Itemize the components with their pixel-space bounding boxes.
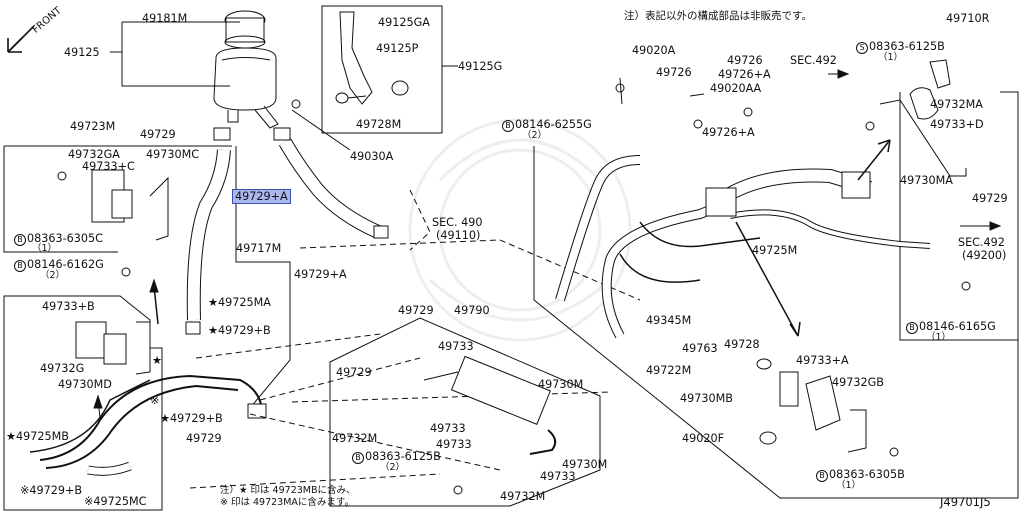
part-49733-label-b[interactable]: 49733 [430, 422, 466, 435]
bolt-08363-6305B-number: 08363-6305B [829, 468, 905, 481]
part-49729-label-d[interactable]: 49729 [398, 304, 434, 317]
part-49125-label[interactable]: 49125 [64, 46, 100, 59]
note-top: 注）表記以外の構成部品は非販売です。 [624, 10, 812, 22]
part-49729A-label-b[interactable]: 49729+A [294, 268, 347, 281]
part-49725MB-label[interactable]: ★49725MB [6, 430, 69, 443]
part-49726A-label-a[interactable]: 49726+A [718, 68, 771, 81]
part-49790-label[interactable]: 49790 [454, 304, 490, 317]
reservoir-tank [213, 10, 279, 129]
bolt-08146-6165G-qty: （1） [926, 332, 952, 343]
part-49725MC-label[interactable]: ※49725MC [84, 495, 147, 508]
bolt-08363-6305B-qty: （1） [836, 480, 862, 491]
part-49733-label-c[interactable]: 49733 [436, 438, 472, 451]
bolt-mark-s-icon: S [856, 42, 868, 54]
part-49732M-label-a[interactable]: 49732M [332, 432, 378, 445]
bolt-mark-b-icon: B [14, 234, 26, 246]
part-49020A-label[interactable]: 49020A [632, 44, 676, 57]
part-49763-label[interactable]: 49763 [682, 342, 718, 355]
part-49729-label-b[interactable]: 49729 [186, 432, 222, 445]
part-49733-label-d[interactable]: 49733 [540, 470, 576, 483]
part-49730M-label-a[interactable]: 49730M [538, 378, 584, 391]
part-49730MA-label[interactable]: 49730MA [900, 174, 953, 187]
part-49729B-label-c[interactable]: ※49729+B [20, 484, 83, 497]
note-bottom-1: 注）★ 印は 49723MBに含み、 [220, 485, 356, 496]
bolt-mark-b-icon: B [14, 260, 26, 272]
part-49030A-label[interactable]: 49030A [350, 150, 394, 163]
bolt-08146-6255G-number: 08146-6255G [515, 118, 592, 131]
bolt-08146-6165G-number: 08146-6165G [919, 320, 996, 333]
part-49733B-label[interactable]: 49733+B [42, 300, 95, 313]
part-49729-label-e[interactable]: 49729 [972, 192, 1008, 205]
part-49726-label-b[interactable]: 49726 [656, 66, 692, 79]
part-49733C-label[interactable]: 49733+C [82, 160, 135, 173]
part-49729B-label-a[interactable]: ★49729+B [208, 324, 271, 337]
part-49730M-label-b[interactable]: 49730M [562, 458, 608, 471]
note-bottom-2: ※ 印は 49723MAに含みます。 [220, 497, 354, 508]
drawing-id: J49701J5 [940, 495, 991, 509]
part-49733A-label[interactable]: 49733+A [796, 354, 849, 367]
sec-490-sub-label: (49110) [436, 229, 481, 242]
bolt-08146-6162G-number: 08146-6162G [27, 258, 104, 271]
part-49729-label-c[interactable]: 49729 [336, 366, 372, 379]
bolt-08363-6125B-number-b: 08363-6125B [869, 40, 945, 53]
part-49345M-label[interactable]: 49345M [646, 314, 692, 327]
part-49730MB-label[interactable]: 49730MB [680, 392, 733, 405]
part-49723M-label[interactable]: 49723M [70, 120, 116, 133]
part-49729A-label-highlighted[interactable]: 49729+A [232, 189, 291, 204]
oil-cooler [423, 355, 557, 455]
part-49729-label-a[interactable]: 49729 [140, 128, 176, 141]
sec-492-label-b[interactable]: SEC.492 [958, 236, 1005, 249]
part-49730MD-label[interactable]: 49730MD [58, 378, 112, 391]
part-49717M-label[interactable]: 49717M [236, 242, 282, 255]
part-49020F-label[interactable]: 49020F [682, 432, 725, 445]
sec-492-label-a[interactable]: SEC.492 [790, 54, 837, 67]
bolt-08363-6125B-qty-a: （2） [380, 462, 406, 473]
part-49730MC-label[interactable]: 49730MC [146, 148, 200, 161]
part-49728M-label[interactable]: 49728M [356, 118, 402, 131]
bolt-mark-b-icon: B [816, 470, 828, 482]
part-49729B-label-b[interactable]: ★49729+B [160, 412, 223, 425]
part-49725M-label[interactable]: 49725M [752, 244, 798, 257]
part-49726-label-a[interactable]: 49726 [727, 54, 763, 67]
part-49733-label-a[interactable]: 49733 [438, 340, 474, 353]
part-49732G-label[interactable]: 49732G [40, 362, 85, 375]
bolt-08146-6162G-qty: （2） [40, 270, 66, 281]
star-mark: ★ [152, 354, 163, 367]
bolt-08363-6125B-number-a: 08363-6125B [365, 450, 441, 463]
part-49733D-label[interactable]: 49733+D [930, 118, 984, 131]
bolt-mark-b-icon: B [502, 120, 514, 132]
part-49125GA-label[interactable]: 49125GA [378, 16, 430, 29]
bolt-08363-6125B-qty-b: （1） [878, 52, 904, 63]
asterisk-mark: ※ [150, 394, 160, 407]
part-49020AA-label[interactable]: 49020AA [710, 82, 762, 95]
part-49125P-label[interactable]: 49125P [376, 42, 419, 55]
bolt-mark-b-icon: B [352, 452, 364, 464]
sec-492-sub-label-b: (49200) [962, 249, 1007, 262]
bolt-08363-6305C-qty: （1） [32, 243, 58, 254]
part-49728-label[interactable]: 49728 [724, 338, 760, 351]
part-49732GA-label[interactable]: 49732GA [68, 148, 120, 161]
bolt-08146-6255G-qty: （2） [522, 130, 548, 141]
part-49125G-label[interactable]: 49125G [458, 60, 503, 73]
part-49710R-label[interactable]: 49710R [946, 12, 990, 25]
part-49732GB-label[interactable]: 49732GB [832, 376, 884, 389]
part-49726A-label-b[interactable]: 49726+A [702, 126, 755, 139]
bolt-mark-b-icon: B [906, 322, 918, 334]
bolt-08363-6305C-number: 08363-6305C [27, 232, 103, 245]
part-49732M-label-b[interactable]: 49732M [500, 490, 546, 503]
part-49732MA-label[interactable]: 49732MA [930, 98, 983, 111]
sec-490-label[interactable]: SEC. 490 [432, 216, 483, 229]
part-49181M-label[interactable]: 49181M [142, 12, 188, 25]
part-49725MA-label[interactable]: ★49725MA [208, 296, 271, 309]
part-49722M-label[interactable]: 49722M [646, 364, 692, 377]
